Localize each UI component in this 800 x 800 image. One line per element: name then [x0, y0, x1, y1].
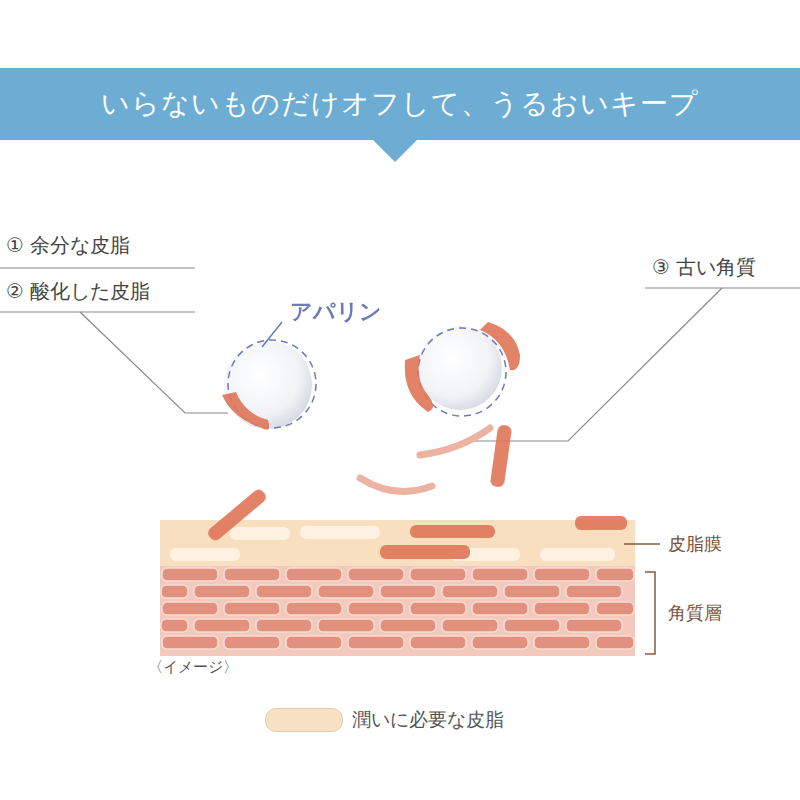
- apalin-particles: [224, 322, 506, 429]
- sebum-cells: [170, 526, 615, 561]
- note: 〈イメージ〉: [148, 658, 238, 677]
- layer-brackets: [624, 544, 660, 654]
- callout-label: ① 余分な皮脂: [6, 232, 130, 259]
- callout-label: ③ 古い角質: [652, 254, 756, 281]
- legend-text: 潤いに必要な皮脂: [352, 707, 504, 733]
- stratum-corneum: [160, 566, 635, 656]
- product-label: アパリン: [290, 297, 382, 327]
- sebum-blobs: [206, 322, 627, 559]
- callout-label: ② 酸化した皮脂: [6, 278, 150, 305]
- title: いらないものだけオフして、うるおいキープ: [0, 68, 800, 140]
- layer-label: 皮脂膜: [668, 532, 722, 556]
- old-keratin: [360, 428, 490, 491]
- layer-label: 角質層: [668, 601, 722, 625]
- corneum-cells: [161, 568, 634, 649]
- banner-pointer: [372, 139, 418, 162]
- leader-lines: [0, 268, 800, 441]
- legend-swatch: [265, 708, 343, 732]
